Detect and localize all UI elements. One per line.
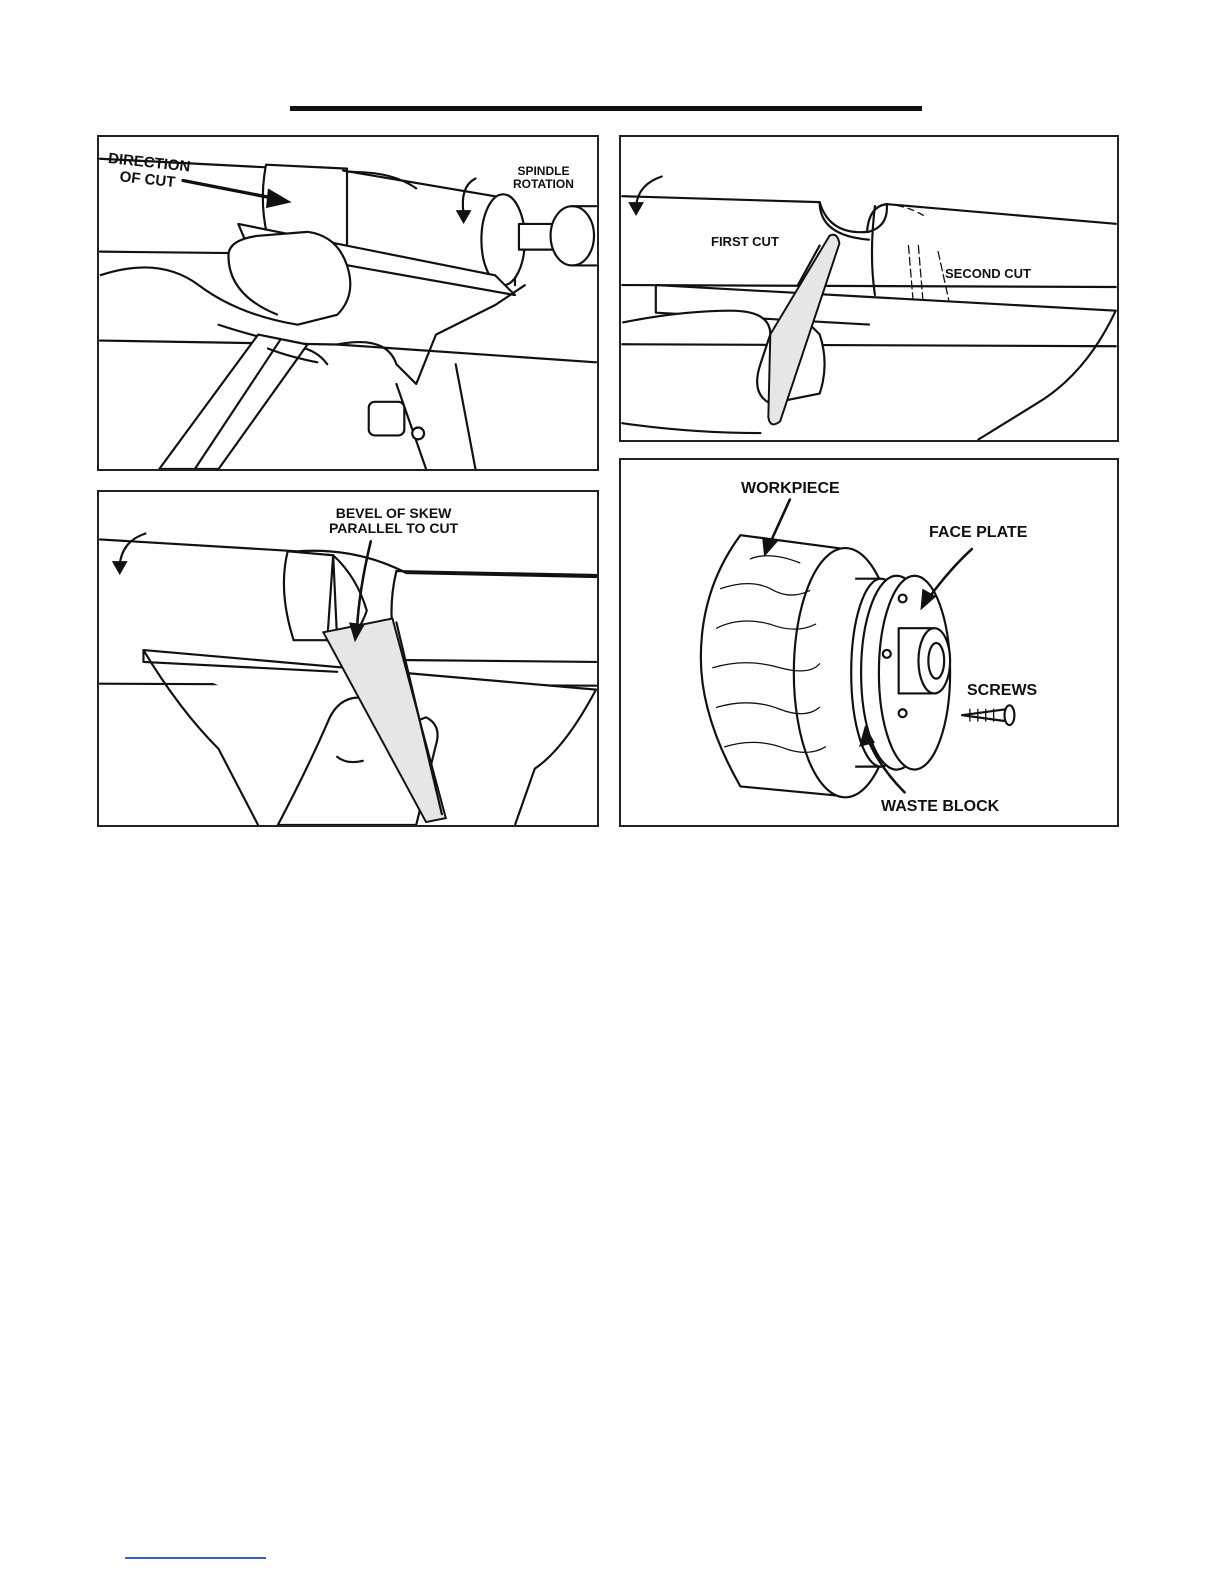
figure-bevel-of-skew: BEVEL OF SKEW PARALLEL TO CUT [97,490,599,827]
workpiece-label: WORKPIECE [741,480,840,498]
figure-direction-of-cut: DIRECTION OF CUT SPINDLE ROTATION [97,135,599,471]
waste-block-label: WASTE BLOCK [881,798,999,816]
first-cut-label: FIRST CUT [711,235,779,249]
figure-2-drawing [621,137,1117,440]
figure-first-second-cut: FIRST CUT SECOND CUT [619,135,1119,442]
footer-link-underline[interactable] [125,1557,266,1559]
spindle-rotation-label: SPINDLE ROTATION [513,165,574,191]
header-rule [290,106,922,111]
figure-4-drawing [621,460,1117,825]
figure-face-plate: WORKPIECE FACE PLATE SCREWS WASTE BLOCK [619,458,1119,827]
second-cut-label: SECOND CUT [945,267,1031,281]
figure-3-drawing [99,492,597,825]
face-plate-label: FACE PLATE [929,524,1027,542]
screws-label: SCREWS [967,682,1037,700]
bevel-of-skew-label: BEVEL OF SKEW PARALLEL TO CUT [329,506,458,537]
